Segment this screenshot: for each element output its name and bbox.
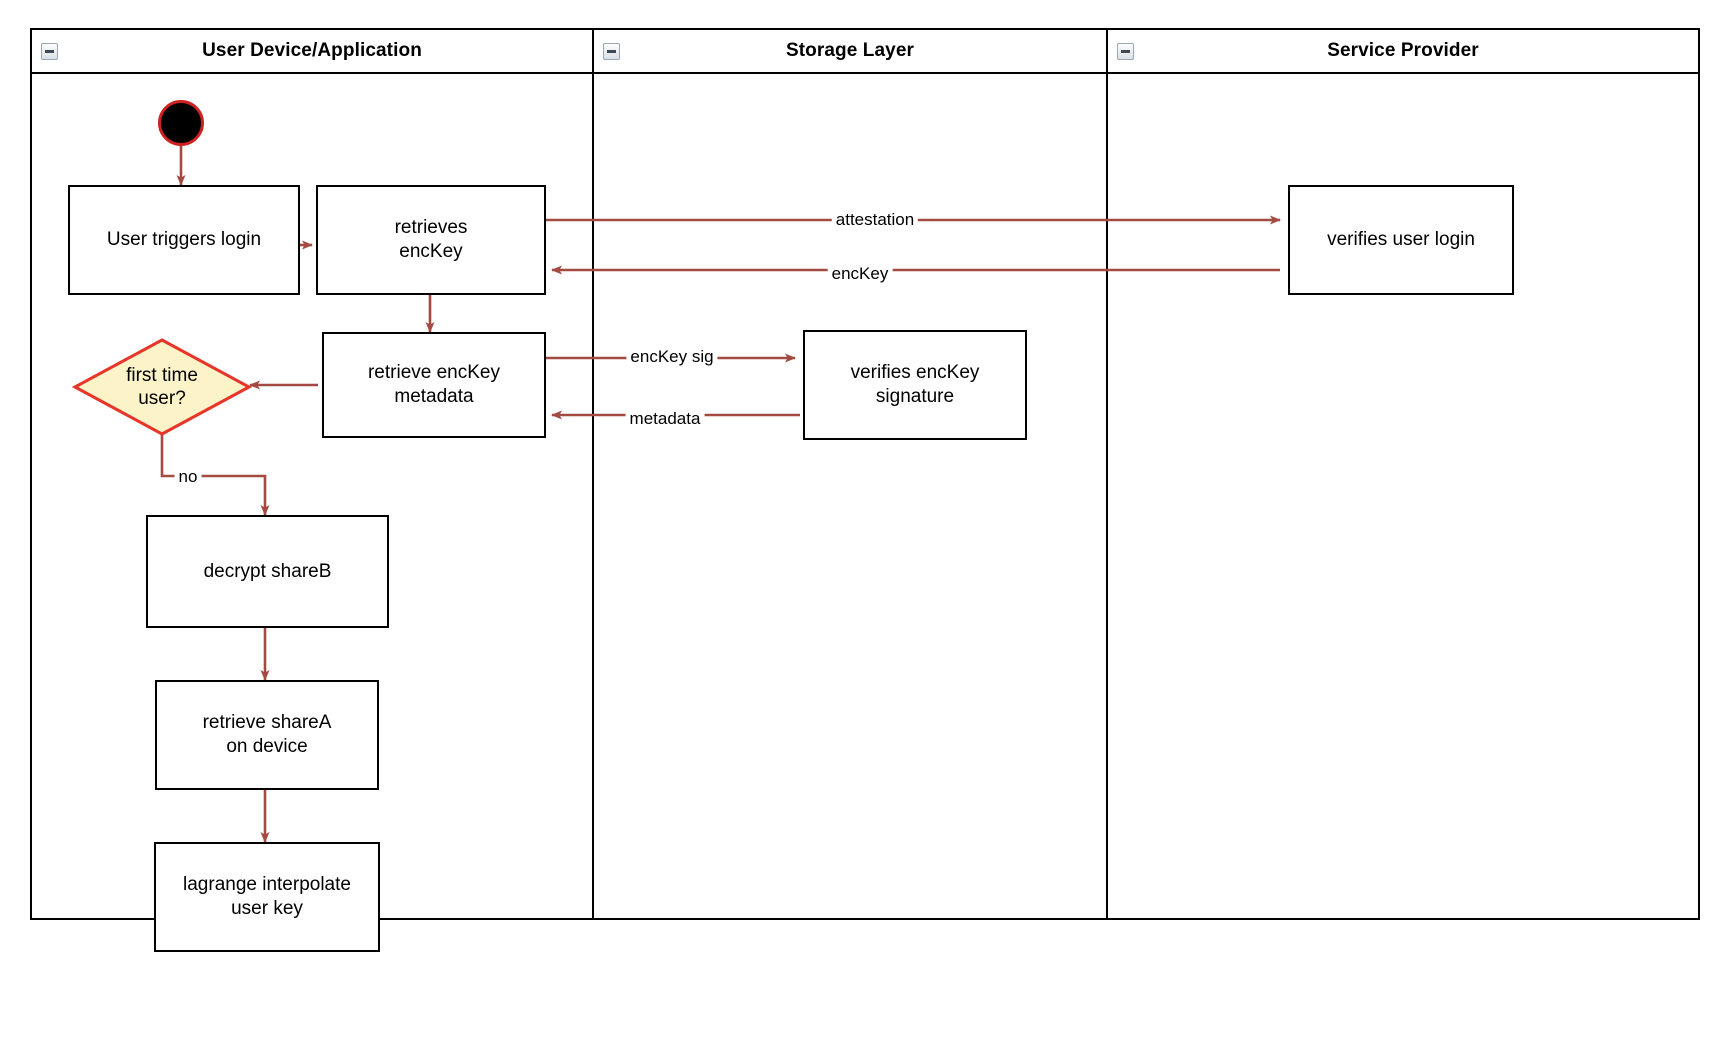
initial-node[interactable] — [158, 100, 204, 146]
lane-header-service-provider[interactable]: Service Provider — [1108, 30, 1698, 74]
edge-label-attestation: attestation — [831, 210, 919, 230]
lane-title-service-provider: Service Provider — [1327, 40, 1479, 61]
edge-label-no: no — [174, 467, 202, 487]
action-label-line1: retrieve encKey — [367, 362, 500, 384]
action-label-line2: signature — [875, 386, 955, 407]
lane-header-user-device[interactable]: User Device/Application — [32, 30, 592, 74]
collapse-minus-icon[interactable] — [603, 43, 620, 60]
action-label: decrypt shareB — [203, 560, 332, 582]
action-retrieve-enckey-metadata[interactable]: retrieve encKey metadata — [322, 332, 546, 438]
collapse-minus-icon[interactable] — [41, 43, 58, 60]
action-user-triggers-login[interactable]: User triggers login — [68, 185, 300, 295]
lane-title-storage-layer: Storage Layer — [785, 40, 915, 61]
action-retrieve-sharea-on-device[interactable]: retrieve shareA on device — [155, 680, 379, 790]
action-label: lagrange interpolate user key — [183, 873, 351, 921]
action-label: verifies user login — [1327, 229, 1475, 251]
action-label: verifies encKey signature — [851, 361, 980, 409]
lane-divider-1 — [592, 30, 594, 918]
edge-label-metadata: metadata — [625, 409, 705, 429]
lane-header-storage-layer[interactable]: Storage Layer — [594, 30, 1106, 74]
collapse-minus-icon[interactable] — [1117, 43, 1134, 60]
edge-label-enckey-sig: encKey sig — [626, 347, 718, 367]
action-label-line1: verifies encKey — [850, 362, 980, 384]
lane-title-user-device: User Device/Application — [202, 40, 422, 61]
swimlane-pool: User Device/Application Storage Layer Se… — [30, 28, 1700, 920]
action-label: retrieve encKey metadata — [368, 361, 500, 409]
decision-label-line2: user? — [138, 388, 186, 409]
action-label: User triggers login — [106, 229, 262, 251]
action-label-line1: lagrange interpolate — [183, 874, 351, 896]
action-retrieves-enckey[interactable]: retrieves encKey — [316, 185, 546, 295]
action-verifies-enckey-signature[interactable]: verifies encKey signature — [803, 330, 1027, 440]
action-label-line2: on device — [226, 736, 308, 757]
decision-diamond-shape — [72, 338, 252, 436]
action-label-line2: metadata — [394, 386, 474, 407]
action-lagrange-interpolate-user-key[interactable]: lagrange interpolate user key — [154, 842, 380, 952]
action-label: retrieve shareA on device — [203, 711, 332, 759]
decision-label: first time user? — [126, 364, 198, 410]
lane-divider-2 — [1106, 30, 1108, 918]
action-label-line2: user key — [231, 898, 303, 919]
action-verifies-user-login[interactable]: verifies user login — [1288, 185, 1514, 295]
decision-label-line1: first time — [126, 364, 198, 386]
action-label: retrieves encKey — [395, 216, 468, 264]
decision-first-time-user[interactable]: first time user? — [72, 337, 252, 437]
edge-label-enckey: encKey — [827, 264, 893, 284]
action-decrypt-shareb[interactable]: decrypt shareB — [146, 515, 389, 628]
action-label-line2: encKey — [399, 241, 463, 262]
action-label-line1: retrieve shareA — [202, 712, 332, 734]
action-label-line1: retrieves — [394, 217, 468, 239]
